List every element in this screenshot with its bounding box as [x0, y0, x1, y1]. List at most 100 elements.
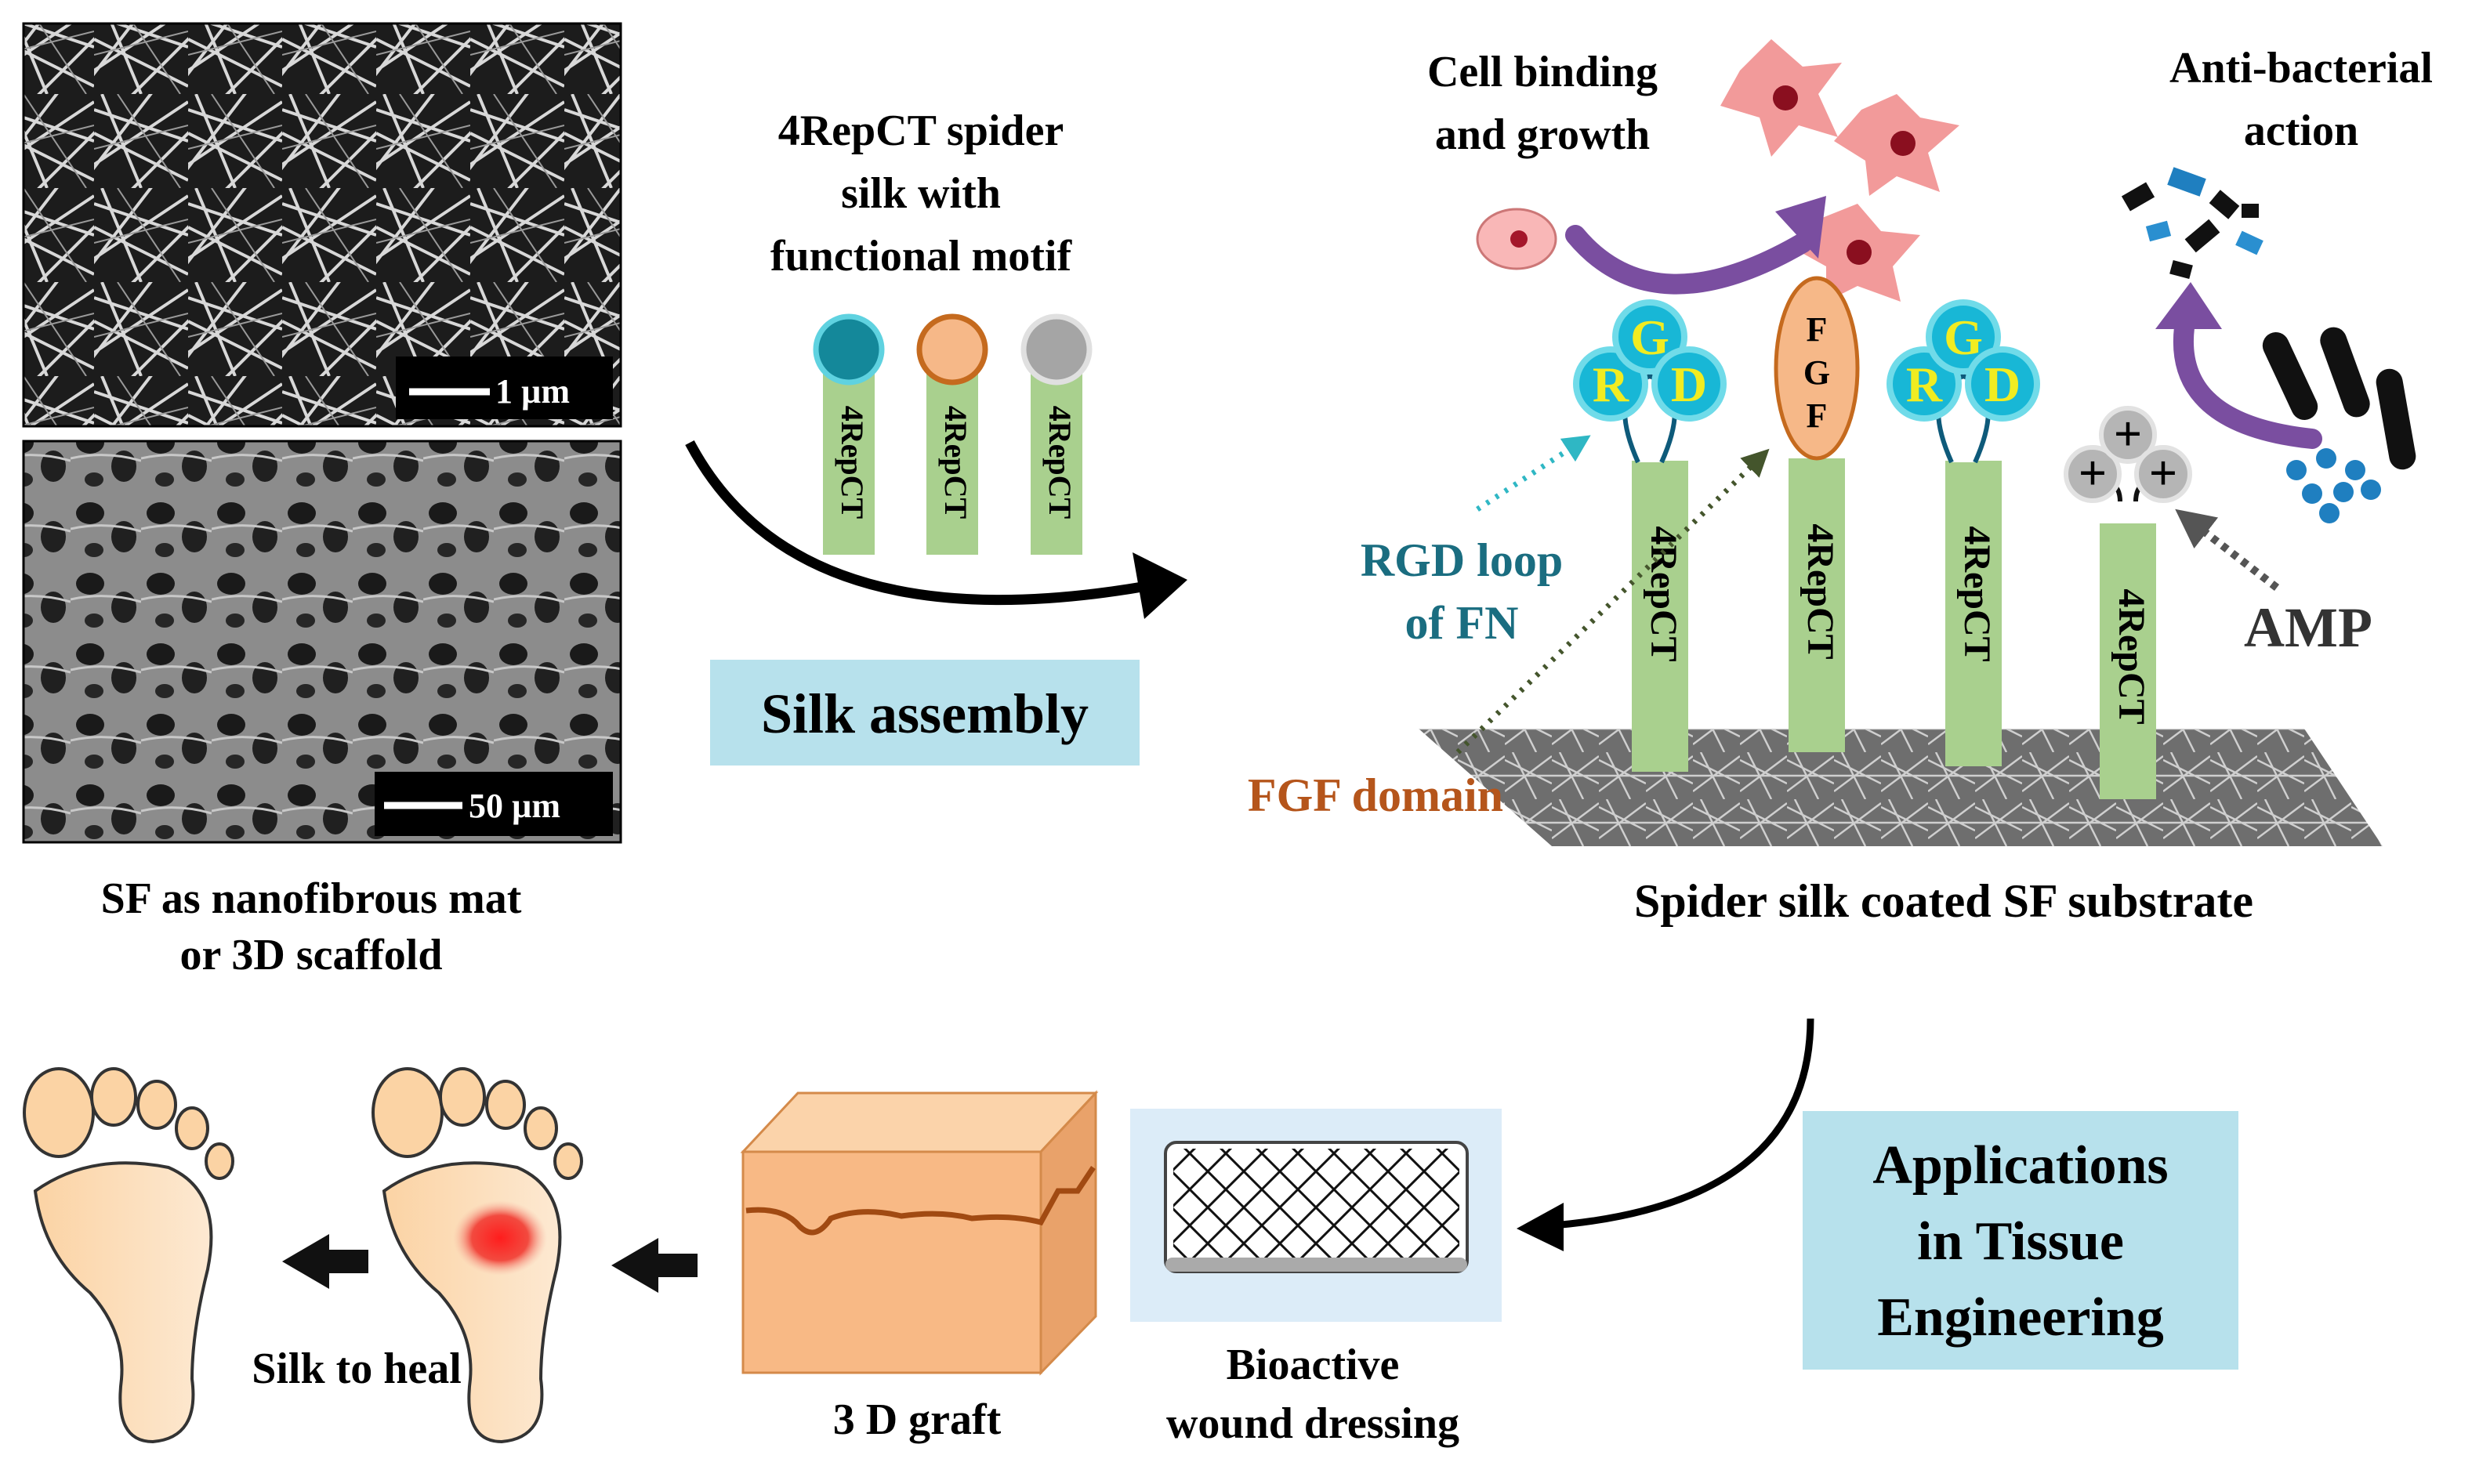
- applications-line1: Applications: [1872, 1135, 2168, 1196]
- amp-pointer-arrow: [2175, 509, 2280, 591]
- motif-rod-body: [926, 368, 978, 555]
- motif-title-line2: silk with: [841, 169, 1001, 218]
- motif-rod-1: 4RepCT: [813, 313, 885, 555]
- fgf-label: FGF domain: [1248, 769, 1503, 821]
- rgd-label-line2: of FN: [1405, 597, 1519, 649]
- scale-label-bottom: 50 µm: [469, 787, 560, 825]
- cell-spread-1: [1720, 39, 1842, 157]
- cell-growth-arrow-head: [1775, 196, 1826, 259]
- dressing-label-line2: wound dressing: [1166, 1399, 1459, 1448]
- substrate-rod-body: [1945, 461, 2002, 766]
- motif-rod-label: 4RepCT: [1042, 406, 1078, 519]
- substrate-rod-body: [1789, 458, 1845, 752]
- fgf-pointer-arrow: [1455, 448, 1770, 755]
- applications-box: [1803, 1111, 2238, 1370]
- cell-growth-arrow: [1565, 225, 1813, 295]
- rgd-1-letter-r: R: [1593, 357, 1629, 412]
- motif-rod-label: 4RepCT: [835, 406, 870, 519]
- arrow-to-foot-healed: [282, 1234, 368, 1289]
- amp-plus-3: +: [2149, 445, 2177, 501]
- rgd-group-2: R G D: [1887, 299, 2040, 464]
- silk-assembly-box: [710, 660, 1140, 766]
- cell-spread-2: [1834, 94, 1959, 196]
- substrate-rod-3: 4RepCT: [1945, 461, 2002, 766]
- fgf-letter-3: F: [1807, 396, 1828, 435]
- dressing-mesh: [1173, 1149, 1459, 1264]
- motif-rod-3: 4RepCT: [1020, 313, 1093, 555]
- motif-rod-body: [1031, 368, 1082, 555]
- applications-arrow: [1543, 1018, 1814, 1230]
- cell-spread-3: [1791, 204, 1920, 302]
- motif-title-line3: functional motif: [770, 232, 1073, 281]
- dressing-pad-edge: [1165, 1258, 1467, 1272]
- fgf-letter-2: G: [1803, 353, 1830, 392]
- rgd-2-letter-d: D: [1984, 357, 2021, 412]
- motif-rod-head: [813, 313, 885, 385]
- wound-spot: [453, 1200, 547, 1276]
- bacteria-fragments: [2121, 167, 2263, 280]
- substrate-rod-label: 4RepCT: [1956, 526, 1998, 661]
- applications-line2: in Tissue: [1917, 1211, 2124, 1272]
- graft-label: 3 D graft: [833, 1395, 1002, 1444]
- motif-panel: 4RepCT spider silk with functional motif…: [685, 107, 1187, 766]
- amp-label: AMP: [2244, 596, 2372, 659]
- motif-rod-label: 4RepCT: [938, 406, 973, 519]
- rgd-1-letter-g: G: [1630, 309, 1669, 365]
- cell-binding-line2: and growth: [1435, 110, 1650, 159]
- amp-plus-1: +: [2079, 445, 2107, 501]
- motif-rod-2: 4RepCT: [916, 313, 988, 555]
- motif-rod-body: [823, 368, 875, 555]
- substrate-rod-2: 4RepCT: [1789, 458, 1845, 752]
- cell-round: [1476, 208, 1557, 270]
- substrate-rod-body: [1632, 461, 1688, 772]
- antibacterial-arrow: [2173, 303, 2322, 449]
- sem-caption-line1: SF as nanofibrous mat: [101, 874, 522, 923]
- motif-title-line1: 4RepCT spider: [778, 107, 1064, 155]
- rgd-2-letter-r: R: [1906, 357, 1943, 412]
- rgd-group-1: R G D: [1573, 299, 1727, 464]
- applications-line3: Engineering: [1877, 1287, 2164, 1348]
- sem-caption-line2: or 3D scaffold: [180, 931, 443, 979]
- sem-panel: 1 µm 50 µm SF as nanofibrous mat or 3D s…: [22, 22, 622, 979]
- graft-cube: [740, 1090, 1099, 1376]
- motif-rod-head: [916, 313, 988, 385]
- fgf-domain: F G F: [1774, 276, 1860, 461]
- substrate-rod-1: 4RepCT: [1632, 461, 1688, 772]
- applications-panel: Applications in Tissue Engineering: [1517, 1018, 2238, 1370]
- substrate-caption: Spider silk coated SF substrate: [1634, 875, 2253, 927]
- heal-label: Silk to heal: [252, 1345, 462, 1393]
- substrate-rod-body: [2100, 523, 2156, 799]
- substrate-rod-label: 4RepCT: [2111, 588, 2152, 724]
- scale-bar-box-top: [396, 357, 613, 419]
- assembly-arrow: [685, 440, 1162, 606]
- amp-group: + + +: [2064, 406, 2192, 503]
- silk-assembly-label: Silk assembly: [761, 682, 1089, 745]
- substrate-rods: 4RepCT 4RepCT 4RepCT 4RepCT: [1632, 458, 2156, 799]
- fgf-letter-1: F: [1807, 310, 1828, 349]
- dressing-label-line1: Bioactive: [1227, 1341, 1400, 1389]
- substrate-rod-label: 4RepCT: [1643, 526, 1684, 661]
- cell-binding-line1: Cell binding: [1427, 48, 1658, 96]
- foot-healed: [23, 1067, 234, 1444]
- foot-wounded: [372, 1067, 583, 1444]
- amp-plus-2: +: [2114, 406, 2142, 461]
- motif-rods: 4RepCT 4RepCT 4RepCT: [813, 313, 1093, 555]
- bottom-row: Bioactive wound dressing 3 D graft: [23, 1067, 1502, 1448]
- antibacterial-line1: Anti-bacterial: [2169, 44, 2433, 92]
- rgd-2-letter-g: G: [1944, 309, 1983, 365]
- arrow-to-foot-wounded: [611, 1238, 698, 1293]
- antibacterial-arrow-head: [2155, 282, 2222, 329]
- antibacterial-line2: action: [2244, 107, 2358, 155]
- rgd-pointer-arrow: [1476, 435, 1591, 512]
- substrate-rod-label: 4RepCT: [1800, 523, 1841, 659]
- bacteria-intact: [2262, 327, 2416, 523]
- scale-label-top: 1 µm: [495, 372, 570, 411]
- sf-substrate-mat: [1419, 729, 2383, 846]
- substrate-rod-4: 4RepCT: [2100, 523, 2156, 799]
- rgd-label-line1: RGD loop: [1361, 534, 1563, 586]
- substrate-panel: Cell binding and growth Anti-bacterial a…: [1248, 39, 2433, 927]
- applications-arrow-head: [1517, 1203, 1564, 1251]
- motif-rod-head: [1020, 313, 1093, 385]
- assembly-arrow-head: [1133, 552, 1187, 619]
